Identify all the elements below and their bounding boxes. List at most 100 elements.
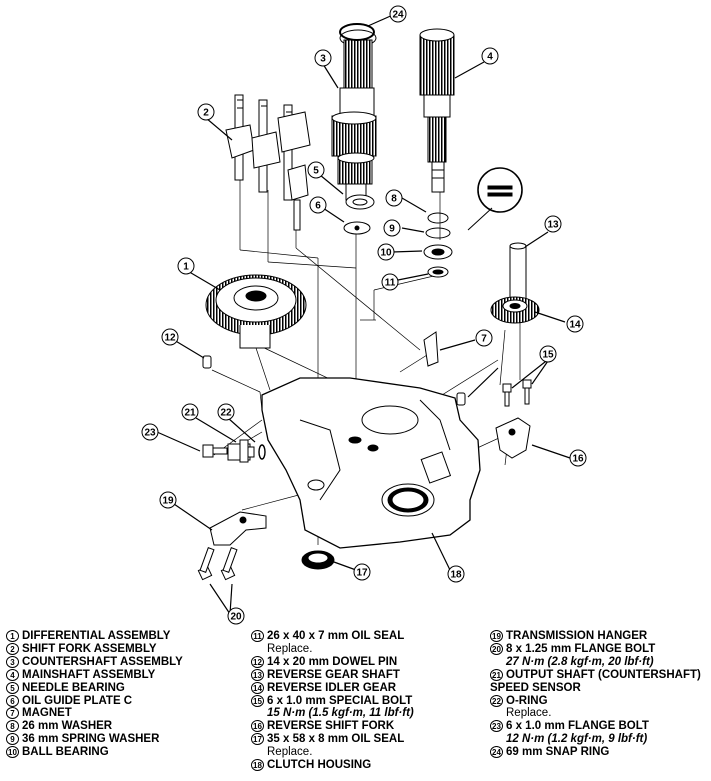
legend-text: 35 x 58 x 8 mm OIL SEAL: [267, 733, 405, 746]
callout-22: 22: [217, 403, 235, 421]
legend-num: 4: [6, 668, 19, 681]
callout-7: 7: [475, 329, 493, 347]
legend-num: 24: [490, 746, 503, 759]
callout-8: 8: [385, 189, 403, 207]
legend-text: O-RING: [506, 694, 548, 707]
oil-guide-plate: [343, 221, 371, 235]
legend-num: 3: [6, 655, 19, 668]
legend-torque: 12 N·m (1.2 kgf·m, 9 lbf·ft): [506, 733, 648, 746]
legend-torque: 15 N·m (1.5 kgf·m, 11 lbf·ft): [267, 707, 414, 720]
legend-num: 8: [6, 720, 19, 733]
legend-num: 20: [490, 642, 503, 655]
spring-washer-36mm: [425, 227, 451, 239]
callout-10: 10: [377, 243, 395, 261]
legend-num: 13: [251, 668, 264, 681]
callout-19: 19: [159, 491, 177, 509]
mainshaft-assembly: [419, 28, 455, 193]
special-bolts: [502, 379, 532, 407]
countershaft-assembly: [331, 29, 377, 201]
legend-text: 26 x 40 x 7 mm OIL SEAL: [267, 630, 405, 642]
legend-text: MAINSHAFT ASSEMBLY: [22, 668, 156, 681]
callout-4: 4: [481, 47, 499, 65]
oil-seal-26x40: [427, 266, 449, 278]
callout-number: 15: [542, 350, 554, 361]
legend-text: OIL GUIDE PLATE C: [22, 694, 133, 707]
legend-num: 9: [6, 733, 19, 746]
legend-text: 36 mm SPRING WASHER: [22, 733, 160, 746]
flange-bolt-6mm: [202, 444, 228, 458]
callout-number: 7: [481, 334, 487, 345]
callout-number: 8: [391, 194, 397, 205]
legend-text: 6 x 1.0 mm SPECIAL BOLT: [267, 694, 413, 707]
callout-number: 2: [203, 108, 209, 119]
legend-text: REVERSE SHIFT FORK: [267, 720, 395, 733]
callout-1: 1: [177, 257, 195, 275]
callout-number: 19: [162, 496, 174, 507]
needle-bearing: [345, 194, 375, 210]
legend-text-continued: SPEED SENSOR: [490, 681, 581, 694]
reverse-idler-gear: [490, 296, 540, 324]
callout-6: 6: [309, 196, 327, 214]
callout-18: 18: [447, 565, 465, 583]
callout-number: 12: [164, 333, 176, 344]
legend-num: 22: [490, 694, 503, 707]
oil-seal-35x58: [301, 550, 335, 570]
callout-16: 16: [569, 449, 587, 467]
legend-num: 5: [6, 681, 19, 694]
callout-2: 2: [197, 103, 215, 121]
legend-num: 17: [251, 733, 264, 746]
flange-bolts-8mm: [197, 547, 238, 581]
callout-9: 9: [383, 219, 401, 237]
callout-number: 23: [144, 428, 156, 439]
o-ring: [258, 444, 266, 460]
legend-text: 26 mm WASHER: [22, 720, 113, 733]
legend-text: SHIFT FORK ASSEMBLY: [22, 642, 157, 655]
legend-text: 6 x 1.0 mm FLANGE BOLT: [506, 720, 649, 733]
callout-14: 14: [566, 315, 584, 333]
legend-num: 16: [251, 720, 264, 733]
dowel-pin-left: [202, 355, 212, 369]
washer-detail-inset: [467, 167, 523, 231]
callout-number: 22: [220, 408, 232, 419]
callout-3: 3: [314, 49, 332, 67]
legend-num: 19: [490, 630, 503, 642]
legend-text: 69 mm SNAP RING: [506, 746, 610, 759]
legend-num: 18: [251, 759, 264, 772]
callout-number: 14: [569, 320, 581, 331]
callout-number: 1: [183, 262, 189, 273]
callout-23: 23: [141, 423, 159, 441]
speed-sensor: [227, 439, 255, 463]
legend-note: Replace.: [267, 746, 313, 759]
callout-number: 6: [315, 201, 321, 212]
legend-num: 2: [6, 642, 19, 655]
dowel-pin-right: [456, 392, 466, 406]
callout-17: 17: [353, 563, 371, 581]
callout-15: 15: [539, 345, 557, 363]
callout-number: 17: [356, 568, 368, 579]
clutch-housing: [261, 377, 481, 549]
callout-12: 12: [161, 328, 179, 346]
differential-assembly: [205, 274, 307, 349]
legend-text: MAGNET: [22, 707, 72, 720]
legend-text: 14 x 20 mm DOWEL PIN: [267, 655, 398, 668]
